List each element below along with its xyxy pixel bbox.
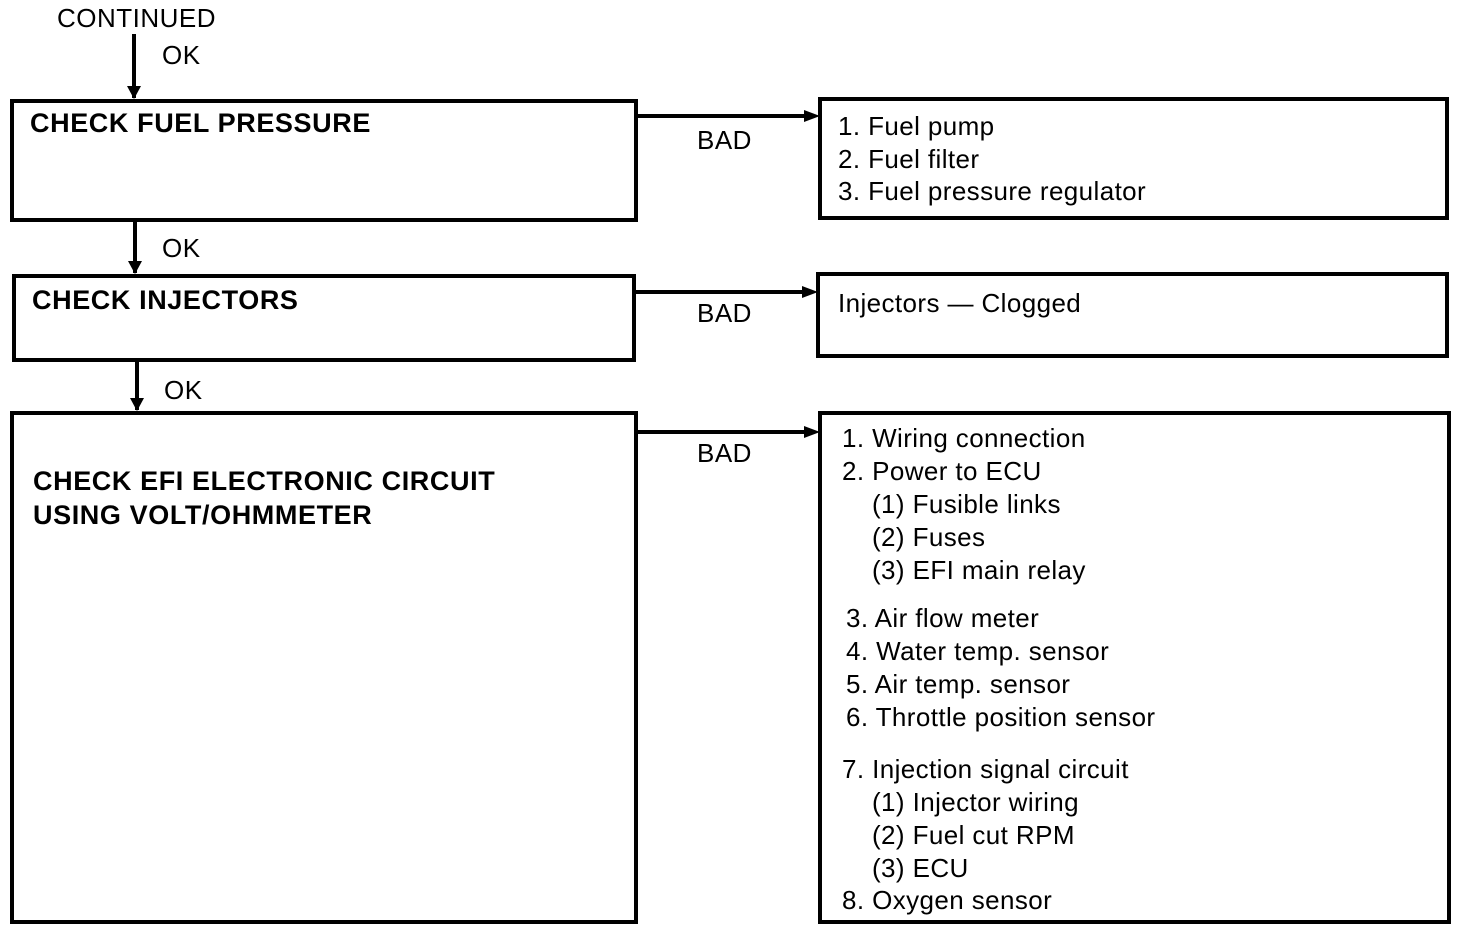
- result-item: 8. Oxygen sensor: [842, 885, 1053, 915]
- result-item: 1. Fuel pump: [838, 111, 995, 141]
- result-item: 1. Wiring connection: [842, 423, 1086, 453]
- step-title: CHECK INJECTORS: [32, 285, 299, 315]
- result-item: 2. Power to ECU: [842, 456, 1042, 486]
- ok-label: OK: [162, 40, 201, 70]
- ok-label: OK: [162, 233, 201, 263]
- result-subitem: (3) ECU: [872, 853, 969, 883]
- step-title-line-2: USING VOLT/OHMMETER: [33, 500, 373, 530]
- result-box-efi-circuit: 1. Wiring connection 2. Power to ECU (1)…: [818, 411, 1451, 924]
- result-item: 4. Water temp. sensor: [846, 636, 1110, 666]
- result-item: 6. Throttle position sensor: [846, 702, 1156, 732]
- result-subitem: (3) EFI main relay: [872, 555, 1086, 585]
- result-item: 5. Air temp. sensor: [846, 669, 1071, 699]
- step-title: CHECK FUEL PRESSURE: [30, 108, 371, 138]
- result-item: 3. Air flow meter: [846, 603, 1040, 633]
- result-subitem: (2) Fuel cut RPM: [872, 820, 1075, 850]
- step-box-injectors: CHECK INJECTORS: [12, 274, 636, 362]
- result-item: Injectors — Clogged: [838, 288, 1082, 318]
- result-box-fuel-pressure: 1. Fuel pump 2. Fuel filter 3. Fuel pres…: [818, 97, 1449, 220]
- result-box-injectors: Injectors — Clogged: [816, 272, 1449, 358]
- result-item: 2. Fuel filter: [838, 144, 980, 174]
- step-title-line-1: CHECK EFI ELECTRONIC CIRCUIT: [33, 466, 496, 496]
- result-subitem: (1) Fusible links: [872, 489, 1061, 519]
- step-box-efi-circuit: CHECK EFI ELECTRONIC CIRCUIT USING VOLT/…: [10, 411, 638, 924]
- bad-label: BAD: [697, 298, 752, 328]
- bad-label: BAD: [697, 125, 752, 155]
- ok-label: OK: [164, 375, 203, 405]
- result-subitem: (1) Injector wiring: [872, 787, 1079, 817]
- bad-label: BAD: [697, 438, 752, 468]
- result-subitem: (2) Fuses: [872, 522, 986, 552]
- result-item: 7. Injection signal circuit: [842, 754, 1129, 784]
- result-item: 3. Fuel pressure regulator: [838, 176, 1147, 206]
- continued-label: CONTINUED: [57, 3, 217, 33]
- step-box-fuel-pressure: CHECK FUEL PRESSURE: [10, 99, 638, 222]
